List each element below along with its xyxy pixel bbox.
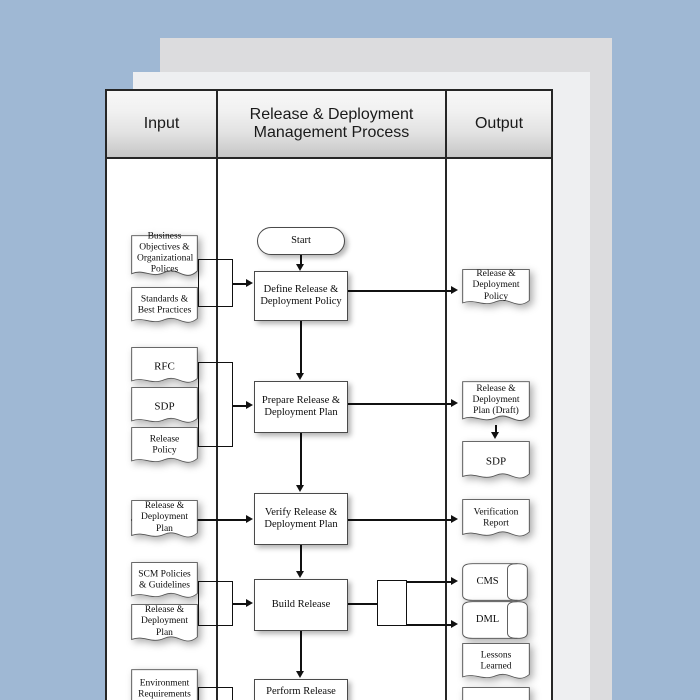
output-node-sdp[interactable]: SDP [462,441,530,485]
lane-divider-process-output [445,159,447,700]
flow-prepare-to-verify [300,433,302,487]
link-arrow-define [246,279,253,287]
output-node-verification-report-label: Verification Report [473,507,519,529]
input-node-environment-requirements-label: Environment Requirements [138,678,191,700]
link-arrow-verification-output [451,515,458,523]
process-node-prepare-plan[interactable]: Prepare Release & Deployment Plan [254,381,348,433]
link-arrow-cms [451,577,458,585]
input-node-release-deployment-plan-2-label: Release & Deployment Plan [141,605,188,638]
flow-start-to-define [300,255,302,267]
flow-arrow-perform [296,671,304,678]
link-arrow-dml [451,620,458,628]
input-node-sdp[interactable]: SDP [131,387,198,429]
link-arrow-build [246,599,253,607]
input-node-scm-policies[interactable]: SCM Policies & Guidelines [131,562,198,604]
flow-build-to-perform [300,631,302,673]
link-arrow-prepare [246,401,253,409]
link-build-to-splitter [348,603,378,605]
process-node-verify-plan[interactable]: Verify Release & Deployment Plan [254,493,348,545]
column-header-input: Input [107,91,218,157]
link-arrow-policy-output [451,286,458,294]
link-splitter-to-cms [407,581,453,583]
link-verify-to-verification-output [348,519,454,521]
process-node-start-label: Start [291,234,311,246]
output-node-lessons-learned-label: Lessons Learned [480,650,512,672]
process-node-start[interactable]: Start [257,227,345,255]
flow-arrow-verify [296,485,304,492]
output-node-release-deployment-policy[interactable]: Release & Deployment Policy [462,269,530,311]
process-node-verify-plan-label: Verify Release & Deployment Plan [264,506,338,530]
input-bracket-testing-group [198,687,233,700]
process-node-define-policy[interactable]: Define Release & Deployment Policy [254,271,348,321]
input-node-release-deployment-plan-1-label: Release & Deployment Plan [141,501,188,534]
output-node-dml[interactable]: DML [462,601,528,639]
link-inputs-to-prepare [233,405,249,407]
output-node-release-deployment-plan-draft-label: Release & Deployment Plan (Draft) [472,383,520,417]
link-prepare-to-plan-output [348,403,454,405]
output-node-release-deployment-policy-label: Release & Deployment Policy [472,269,520,302]
output-node-dml-label: DML [475,613,500,625]
output-splitter-bracket-build [377,580,407,626]
column-header-output-label: Output [474,114,524,132]
process-node-prepare-plan-label: Prepare Release & Deployment Plan [261,394,341,418]
input-node-standards-label: Standards & Best Practices [137,294,192,316]
process-node-build-release-label: Build Release [271,598,331,610]
lane-divider-input-process [216,159,218,700]
flow-arrow-define [296,264,304,271]
output-node-cms[interactable]: CMS [462,563,528,601]
flow-plan-draft-to-sdp [495,425,497,435]
input-node-release-policy[interactable]: Release Policy [131,427,198,469]
link-define-to-policy-output [348,290,454,292]
input-node-business-objectives-label: Business Objectives & Organizational Pol… [137,231,194,275]
output-node-lessons-learned[interactable]: Lessons Learned [462,643,530,685]
link-splitter-to-dml [407,624,453,626]
input-node-scm-policies-label: SCM Policies & Guidelines [138,569,191,591]
output-node-verification-report[interactable]: Verification Report [462,499,530,543]
flow-verify-to-build [300,545,302,573]
column-header-input-label: Input [143,114,180,132]
swimlane-diagram: Input Release & Deployment Management Pr… [105,89,553,700]
input-bracket-policy-group [198,259,233,307]
link-arrow-verify [246,515,253,523]
input-node-release-policy-label: Release Policy [149,434,180,456]
diagram-body: Business Objectives & Organizational Pol… [107,159,551,700]
flow-arrow-build [296,571,304,578]
input-node-rfc[interactable]: RFC [131,347,198,389]
input-node-business-objectives[interactable]: Business Objectives & Organizational Pol… [131,231,198,283]
diagram-header-row: Input Release & Deployment Management Pr… [107,91,551,159]
column-header-process-label-line2: Management Process [253,124,410,141]
process-node-perform-acceptance-testing-label: Perform Release Acceptance & Pilot Testi… [260,686,342,700]
output-node-test-report[interactable]: Test Report [462,687,530,700]
link-inputs-to-define [233,283,249,285]
process-node-define-policy-label: Define Release & Deployment Policy [260,283,342,307]
input-node-rfc-label: RFC [154,359,175,372]
input-node-release-deployment-plan-2[interactable]: Release & Deployment Plan [131,604,198,648]
input-node-environment-requirements[interactable]: Environment Requirements [131,669,198,700]
output-node-release-deployment-plan-draft[interactable]: Release & Deployment Plan (Draft) [462,381,530,428]
link-inputs-to-build [233,603,249,605]
output-node-cms-label: CMS [476,575,499,587]
input-bracket-plan-group [198,362,233,447]
input-node-standards[interactable]: Standards & Best Practices [131,287,198,329]
input-node-release-deployment-plan-1[interactable]: Release & Deployment Plan [131,500,198,544]
column-header-process: Release & Deployment Management Process [218,91,447,157]
process-node-build-release[interactable]: Build Release [254,579,348,631]
link-arrow-plan-output [451,399,458,407]
column-header-output: Output [447,91,551,157]
flow-arrow-sdp [491,432,499,439]
output-node-sdp-label: SDP [485,454,507,467]
process-node-perform-acceptance-testing[interactable]: Perform Release Acceptance & Pilot Testi… [254,679,348,700]
flow-define-to-prepare [300,321,302,375]
input-node-sdp-label: SDP [154,399,175,412]
flow-arrow-prepare [296,373,304,380]
column-header-process-label-line1: Release & Deployment [249,105,414,123]
input-bracket-build-group [198,581,233,626]
